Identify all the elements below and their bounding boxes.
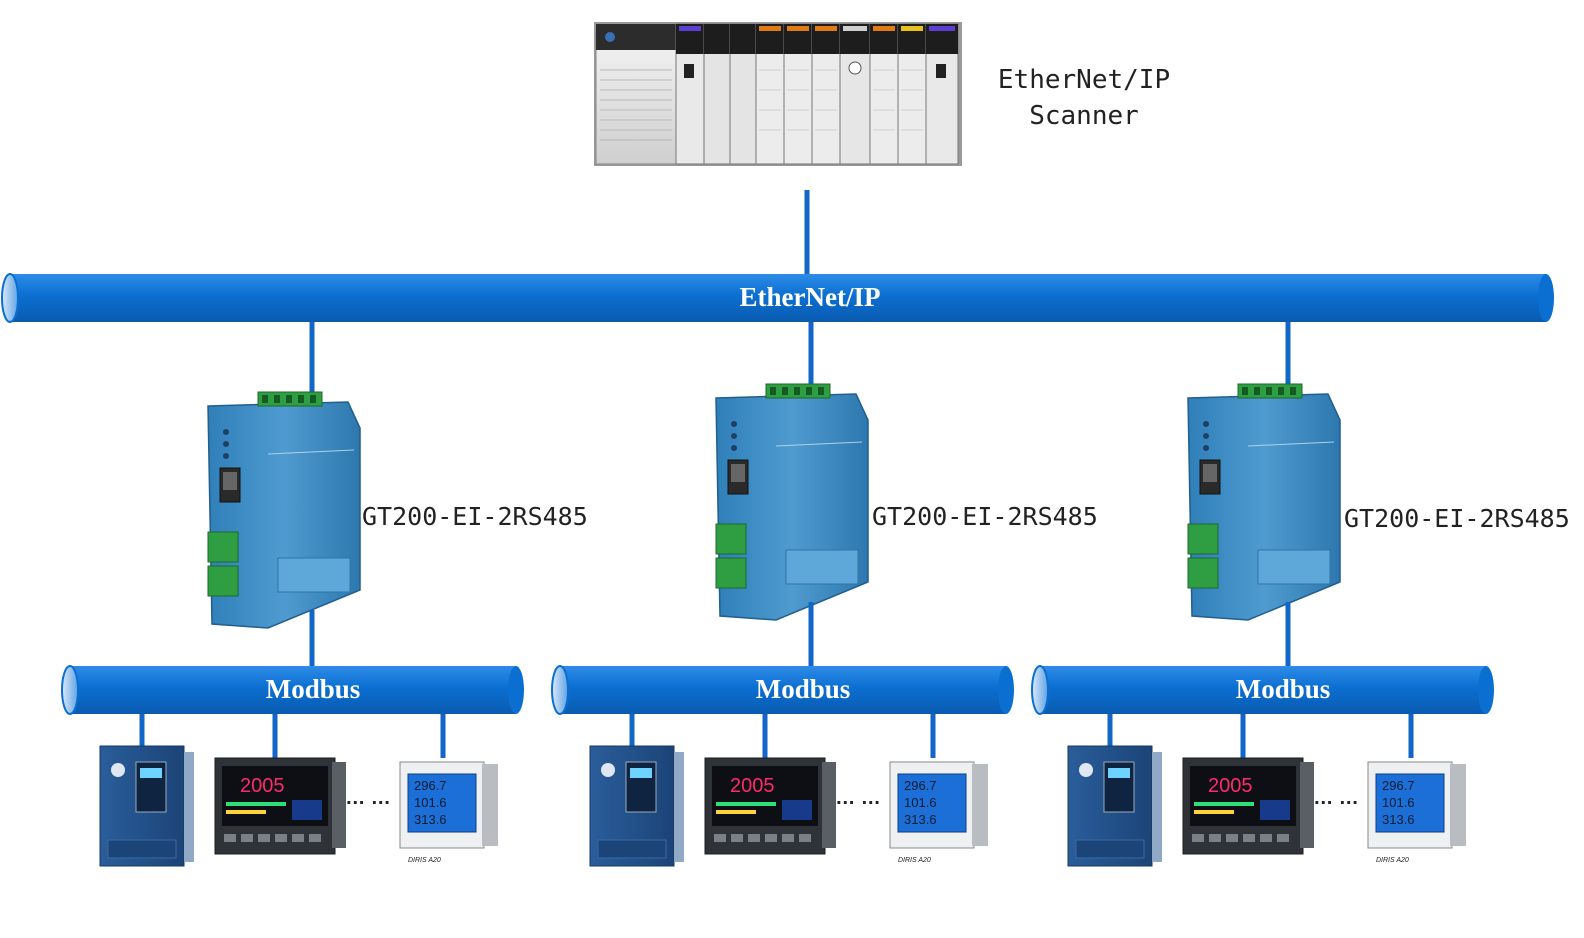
inverter-device [589,745,684,867]
modbus-bus: Modbus [61,665,524,715]
controller-reading: 2005 [730,775,775,797]
modbus-bus: Modbus [1031,665,1494,715]
panel-controller-device: 2005 [214,757,346,855]
gateway-model-label: GT200-EI-2RS485 [872,502,1098,531]
controller-reading: 2005 [1208,775,1253,797]
gateway-device [1187,383,1341,621]
scanner-label-line1: EtherNet/IP [998,65,1170,95]
meter-reading: 313.6 [1382,812,1415,827]
meter-model-label: DIRIS A20 [898,857,931,864]
meter-reading: 101.6 [1382,795,1415,810]
meter-reading: 313.6 [904,812,937,827]
gateway-model-label: GT200-EI-2RS485 [362,502,588,531]
ethernet-ip-bus-label: EtherNet/IP [740,282,881,312]
more-devices-ellipsis: … … [835,787,881,809]
gateway-model-label: GT200-EI-2RS485 [1344,504,1570,533]
inverter-device [99,745,194,867]
meter-model-label: DIRIS A20 [1376,857,1409,864]
panel-controller-device: 2005 [704,757,836,855]
meter-reading: 296.7 [904,778,937,793]
more-devices-ellipsis: … … [345,787,391,809]
plc-modules [675,23,959,165]
modbus-bus-label: Modbus [756,674,851,704]
meter-model-label: DIRIS A20 [408,857,441,864]
modbus-bus-label: Modbus [1236,674,1331,704]
meter-reading: 296.7 [1382,778,1415,793]
scanner-label-line2: Scanner [1029,101,1139,131]
more-devices-ellipsis: … … [1313,787,1359,809]
plc-scanner-rack [594,22,962,166]
gateway-device [715,383,869,621]
panel-controller-device: 2005 [1182,757,1314,855]
controller-reading: 2005 [240,775,285,797]
ethernet-ip-bus: EtherNet/IP [1,273,1554,323]
meter-reading: 296.7 [414,778,447,793]
gateway-device [207,391,361,629]
meter-reading: 101.6 [904,795,937,810]
inverter-device [1067,745,1162,867]
modbus-bus: Modbus [551,665,1014,715]
meter-reading: 313.6 [414,812,447,827]
meter-reading: 101.6 [414,795,447,810]
modbus-bus-label: Modbus [266,674,361,704]
